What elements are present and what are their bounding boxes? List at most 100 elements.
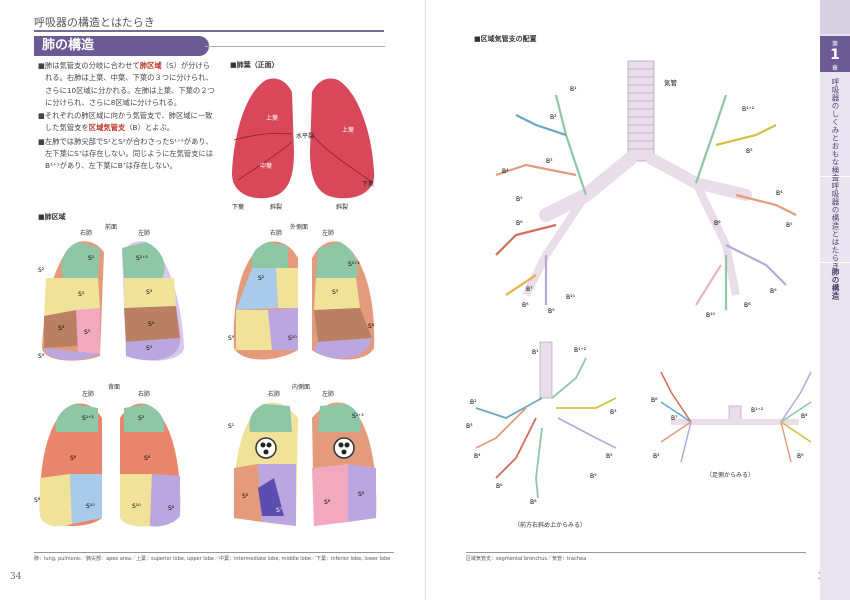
- svg-text:S¹⁺²: S¹⁺²: [348, 261, 360, 268]
- svg-text:B⁹: B⁹: [590, 473, 597, 480]
- svg-text:S²: S²: [258, 275, 265, 282]
- svg-text:B¹⁰: B¹⁰: [566, 294, 576, 301]
- svg-text:S⁹: S⁹: [38, 353, 45, 360]
- svg-text:S⁸: S⁸: [34, 497, 41, 504]
- svg-text:S¹: S¹: [88, 255, 95, 262]
- svg-text:B⁷: B⁷: [526, 286, 533, 293]
- tab-topic-name: 肺の構造: [831, 268, 840, 300]
- bullet-list: ■肺は気管支の分岐に合わせて肺区域（S）が分けられる。右肺は上葉、中葉、下葉の３…: [38, 60, 216, 174]
- svg-text:S⁵: S⁵: [84, 329, 91, 336]
- lung-lobes-illustration: 上葉 上葉 水平裂 中葉 下葉 下葉 斜裂 斜裂: [231, 78, 375, 211]
- svg-text:S¹: S¹: [228, 423, 235, 430]
- svg-text:S⁶: S⁶: [144, 455, 151, 462]
- chapter-rule: [34, 30, 384, 32]
- view-label-anterior: 前面: [105, 224, 118, 231]
- svg-text:B²: B²: [653, 453, 660, 460]
- posterior-left-label: 右肺: [138, 391, 151, 398]
- chapter-title: 呼吸器の構造とはたらき: [34, 16, 155, 29]
- bronchi-figure-title: ■区域気管支の配置: [474, 35, 537, 43]
- svg-text:S⁶: S⁶: [70, 455, 77, 462]
- svg-text:B¹⁺²: B¹⁺²: [751, 407, 764, 414]
- svg-text:B¹: B¹: [532, 349, 539, 356]
- svg-text:B⁶: B⁶: [516, 220, 523, 227]
- svg-text:B³: B³: [466, 423, 473, 430]
- section-rule: [205, 46, 385, 47]
- svg-text:B⁸: B⁸: [651, 397, 658, 404]
- svg-text:B¹⁺²: B¹⁺²: [574, 347, 587, 354]
- svg-text:S¹⁺²: S¹⁺²: [82, 415, 94, 422]
- svg-text:S⁶: S⁶: [358, 491, 365, 498]
- svg-text:S²: S²: [38, 267, 45, 274]
- footer-glossary-right: 区域気管支：segmental bronchus／気管：trachea: [466, 556, 587, 562]
- svg-text:S⁵: S⁵: [146, 345, 153, 352]
- chapter-number-badge: 第 1 章: [820, 36, 850, 72]
- label-horizontal-fissure: 水平裂: [296, 132, 314, 140]
- svg-text:B⁵: B⁵: [606, 453, 613, 460]
- tab-top-block: [820, 0, 850, 34]
- svg-text:B⁸: B⁸: [744, 302, 751, 309]
- bullet-item: ■肺は気管支の分岐に合わせて肺区域（S）が分けられる。右肺は上葉、中葉、下葉の３…: [38, 61, 215, 107]
- lobes-figure-title: ■肺葉（正面）: [230, 61, 279, 69]
- posterior-right-label: 左肺: [82, 391, 95, 398]
- bullet-item: ■それぞれの肺区域に向かう気管支で、肺区域に一致した気管支を区域気管支（B）とよ…: [38, 111, 213, 133]
- svg-text:B⁹: B⁹: [548, 308, 555, 315]
- svg-text:B¹⁰: B¹⁰: [706, 312, 716, 319]
- svg-text:B³: B³: [546, 158, 553, 165]
- medial-left-label: 左肺: [322, 391, 335, 398]
- tab-chapter-name: 呼吸器のしくみとおもな検査: [831, 78, 840, 182]
- svg-text:B⁷: B⁷: [671, 415, 678, 422]
- svg-text:S⁹: S⁹: [228, 335, 235, 342]
- svg-text:S⁸: S⁸: [324, 499, 331, 506]
- label-oblique-right: 斜裂: [270, 203, 282, 211]
- tab-section-name: 呼吸器の構造とはたらき: [831, 182, 840, 270]
- svg-text:B³: B³: [610, 409, 617, 416]
- view-label-posterior: 背面: [108, 384, 121, 391]
- tab-divider: [820, 176, 850, 177]
- svg-text:S⁸: S⁸: [368, 323, 375, 330]
- footer-rule-right: [466, 552, 806, 553]
- segments-figure-title: ■肺区域: [38, 213, 66, 221]
- svg-text:B⁴: B⁴: [474, 453, 481, 460]
- svg-text:B⁵: B⁵: [516, 196, 523, 203]
- svg-text:S³: S³: [332, 289, 339, 296]
- svg-text:B¹⁺²: B¹⁺²: [742, 106, 755, 113]
- svg-text:B⁶: B⁶: [496, 483, 503, 490]
- label-lower-left: 下葉: [362, 180, 374, 188]
- svg-text:B⁵: B⁵: [786, 222, 793, 229]
- view-label-medial: 内側面: [292, 384, 311, 391]
- svg-text:S¹⁰: S¹⁰: [132, 503, 141, 510]
- svg-text:S³: S³: [146, 289, 153, 296]
- svg-text:S¹⁰: S¹⁰: [86, 503, 95, 510]
- anterior-right-label: 右肺: [80, 230, 93, 237]
- label-middle: 中葉: [260, 162, 272, 170]
- lateral-left-label: 左肺: [322, 230, 335, 237]
- svg-text:B⁴: B⁴: [502, 168, 509, 175]
- caption-oblique: （前方右斜め上からみる）: [514, 522, 587, 529]
- footer-glossary: 肺：lung, pulmonic／肺尖部：apex area／上葉：superi…: [34, 556, 391, 562]
- tab-divider: [820, 262, 850, 263]
- chapter-side-tab: [820, 0, 850, 600]
- svg-text:B⁴: B⁴: [801, 413, 808, 420]
- caption-caudal: （足側からみる）: [706, 472, 755, 479]
- medial-right-label: 右肺: [268, 391, 281, 398]
- label-upper-right: 上葉: [266, 114, 278, 122]
- page-number-left: 34: [10, 572, 22, 582]
- svg-text:B⁹: B⁹: [797, 453, 804, 460]
- svg-text:B¹: B¹: [570, 86, 577, 93]
- svg-text:B⁸: B⁸: [522, 302, 529, 309]
- svg-text:B⁴: B⁴: [776, 190, 783, 197]
- trachea-label: 気管: [664, 78, 678, 87]
- svg-text:B²: B²: [470, 399, 477, 406]
- view-label-lateral: 外側面: [290, 224, 309, 231]
- bronchi-caudal-illustration: B⁸ B⁷ B² B¹⁺² B⁴ B⁹: [651, 371, 812, 463]
- lateral-right-label: 右肺: [270, 230, 283, 237]
- svg-text:S¹⁺²: S¹⁺²: [136, 255, 148, 262]
- footer-rule: [34, 552, 394, 553]
- label-oblique-left: 斜裂: [336, 203, 348, 211]
- section-title: 肺の構造: [34, 36, 209, 56]
